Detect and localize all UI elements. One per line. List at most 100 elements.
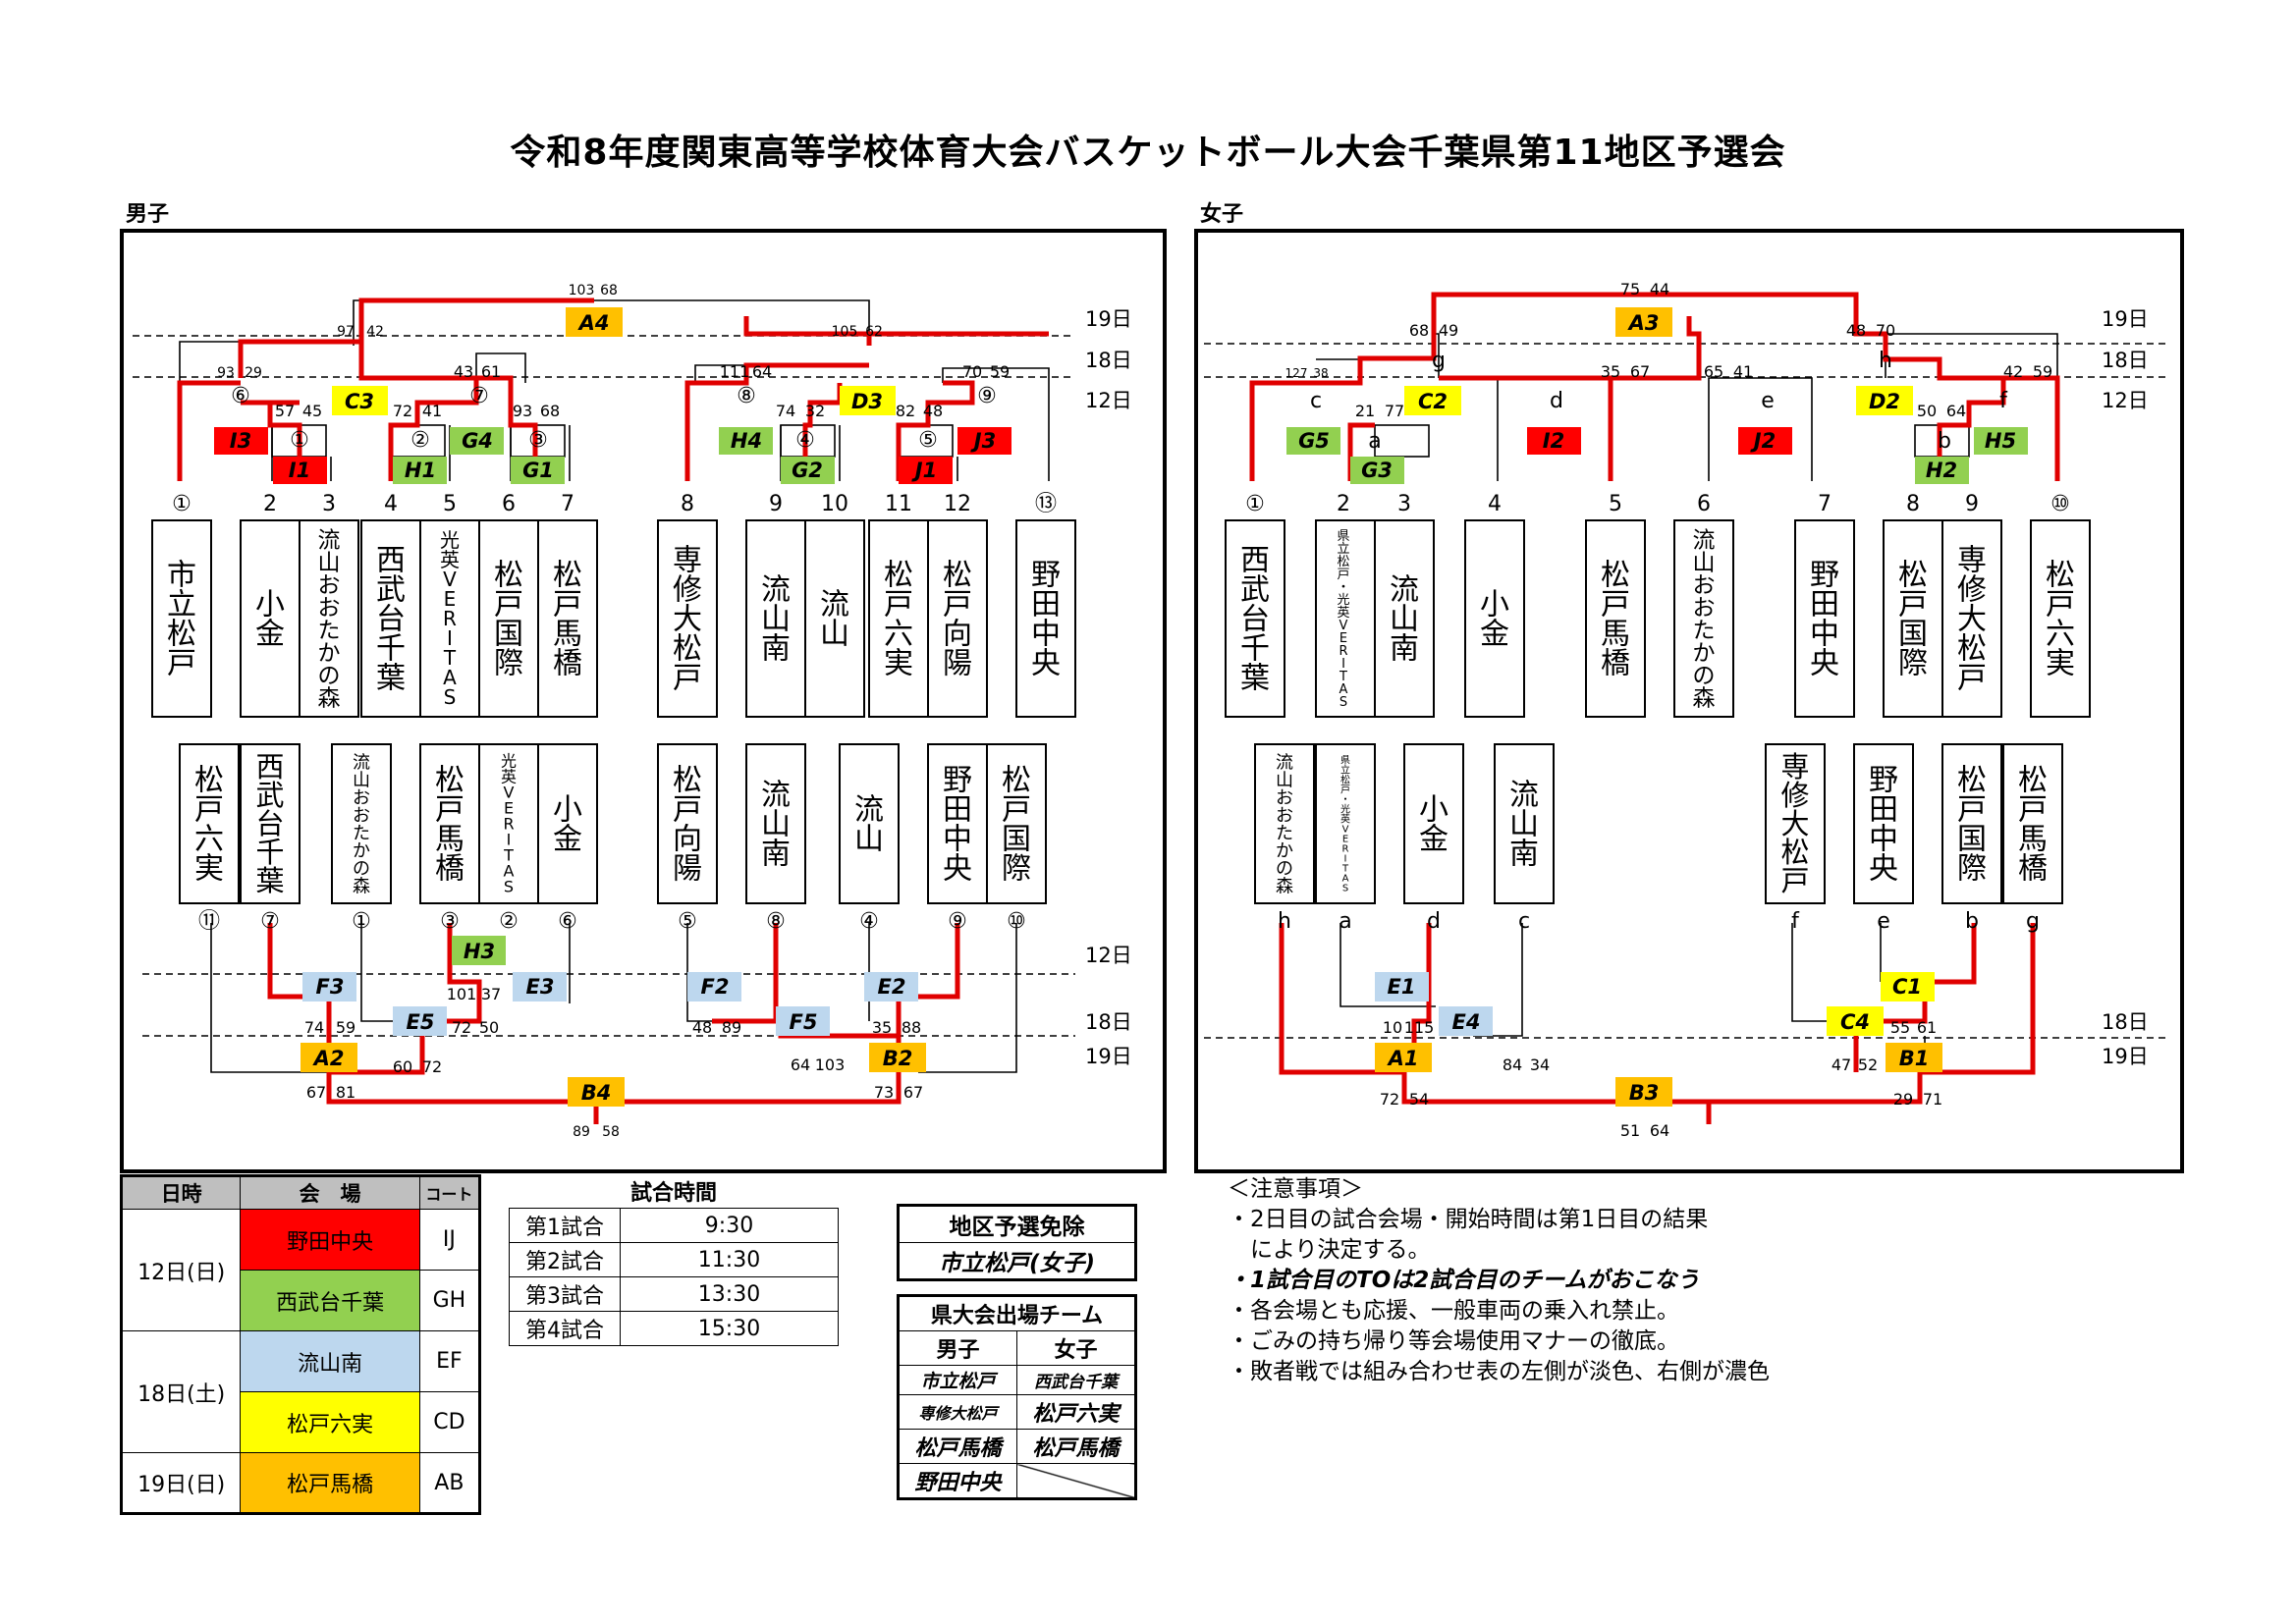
slot-letter: g xyxy=(2026,909,2040,934)
round-label: ⑧ xyxy=(737,384,756,408)
team-name: 千 xyxy=(255,836,284,869)
match-slot: 第1試合 xyxy=(509,1208,621,1243)
team-name: R xyxy=(503,815,514,834)
team-name: 小 xyxy=(553,793,582,828)
team-name: 橋 xyxy=(1601,647,1630,681)
team-name: 松 xyxy=(884,559,913,593)
game-label: C2 xyxy=(1418,390,1448,413)
match-slot: 第4試合 xyxy=(509,1311,621,1346)
slot-number: ② xyxy=(499,909,519,934)
team-name: 武 xyxy=(1240,573,1270,608)
round-label: ⑨ xyxy=(977,384,997,408)
slot-number: 9 xyxy=(769,492,783,516)
day-label: 19日 xyxy=(2102,307,2149,331)
game-label: B4 xyxy=(581,1081,612,1105)
team-name: 山 xyxy=(1509,808,1539,842)
slot-number: ⑧ xyxy=(766,909,786,934)
qualified-girls: 松戸六実 xyxy=(1016,1394,1136,1430)
game-label: A3 xyxy=(1627,311,1660,335)
score: 34 xyxy=(1530,1056,1550,1074)
match-times-title: 試合時間 xyxy=(509,1174,839,1209)
team-name: 六 xyxy=(2046,618,2075,652)
team-name: 際 xyxy=(1002,852,1031,887)
round-label: f xyxy=(1999,389,2008,413)
note-line: ・各会場とも応援、一般車両の乗入れ禁止。 xyxy=(1228,1298,1679,1324)
team-name: 央 xyxy=(943,852,972,887)
team-name: 台 xyxy=(255,807,284,840)
team-name: 野 xyxy=(1031,559,1061,593)
game-label: C3 xyxy=(345,390,374,413)
qualified-girls: 松戸馬橋 xyxy=(1016,1429,1136,1464)
team-name: 戸 xyxy=(943,588,972,623)
team-name: か xyxy=(353,840,370,861)
team-name: 立 xyxy=(167,588,196,623)
slot-number: ① xyxy=(1245,492,1265,516)
day-label: 12日 xyxy=(2102,389,2149,412)
team-name: A xyxy=(1339,682,1348,697)
team-name: R xyxy=(1342,844,1349,855)
team-name: 台 xyxy=(376,603,406,637)
score: 50 xyxy=(1917,402,1937,420)
exempt-team: 市立松戸(女子) xyxy=(898,1242,1136,1280)
score: 81 xyxy=(336,1083,355,1102)
match-time: 9:30 xyxy=(620,1208,839,1243)
team-name: 野 xyxy=(943,764,972,798)
team-name: 松 xyxy=(1340,774,1350,786)
score: 32 xyxy=(805,402,825,420)
team-name: 山 xyxy=(854,823,884,857)
team-name: 山 xyxy=(761,808,791,842)
team-name: 小 xyxy=(1419,793,1449,828)
match-time: 15:30 xyxy=(620,1311,839,1346)
team-name: 陽 xyxy=(673,852,702,887)
slot-number: 7 xyxy=(561,492,574,516)
game-label: H3 xyxy=(464,940,495,963)
team-name: 流 xyxy=(318,528,341,554)
team-name: お xyxy=(1276,805,1293,826)
game-label: E5 xyxy=(407,1010,435,1034)
round-label: d xyxy=(1550,389,1563,413)
note-line: ・2日目の試合会場・開始時間は第1日目の結果 xyxy=(1228,1207,1709,1232)
score: 65 xyxy=(1704,362,1723,381)
game-label: E2 xyxy=(878,975,906,999)
team-name: の xyxy=(318,664,341,689)
score: 74 xyxy=(304,1018,324,1037)
team-name: V xyxy=(443,568,457,591)
exempt-table: 地区予選免除 市立松戸(女子) xyxy=(897,1204,1137,1281)
game-label: F5 xyxy=(790,1010,818,1034)
team-name: S xyxy=(1339,695,1347,710)
team-name: 中 xyxy=(1869,823,1898,857)
team-name: 松 xyxy=(673,764,702,798)
team-name: 南 xyxy=(761,838,791,872)
team-name: 市 xyxy=(167,559,196,593)
team-name: 戸 xyxy=(494,588,523,623)
team-name: 戸 xyxy=(1780,864,1809,897)
team-name: 山 xyxy=(1276,770,1293,790)
team-name: 光 xyxy=(1340,803,1350,816)
score: 93 xyxy=(513,402,532,420)
slot-number: ⑩ xyxy=(1007,909,1026,934)
team-name: 森 xyxy=(1693,686,1716,712)
team-name: 立 xyxy=(1340,764,1350,777)
slot-number: 12 xyxy=(944,492,971,516)
team-name: 橋 xyxy=(553,647,582,681)
match-time: 13:30 xyxy=(620,1276,839,1312)
team-name: 小 xyxy=(255,588,285,623)
slot-number: 8 xyxy=(1906,492,1920,516)
team-name: 松 xyxy=(435,764,465,798)
team-name: 野 xyxy=(1810,559,1839,593)
team-name: お xyxy=(1693,596,1716,622)
slot-number: ① xyxy=(352,909,371,934)
team-name: 六 xyxy=(884,618,913,652)
team-name: 橋 xyxy=(2018,852,2048,887)
game-label: C4 xyxy=(1840,1010,1870,1034)
slot-number: ③ xyxy=(440,909,460,934)
team-name: 向 xyxy=(943,618,972,652)
team-name: か xyxy=(318,641,341,667)
game-label: D2 xyxy=(1869,390,1900,413)
schedule-venue: 松戸馬橋 xyxy=(240,1452,420,1514)
team-name: I xyxy=(1341,657,1345,672)
team-name: 葉 xyxy=(376,662,406,696)
team-name: 戸 xyxy=(673,793,702,828)
slot-number: 4 xyxy=(384,492,398,516)
team-name: 松 xyxy=(167,618,196,652)
